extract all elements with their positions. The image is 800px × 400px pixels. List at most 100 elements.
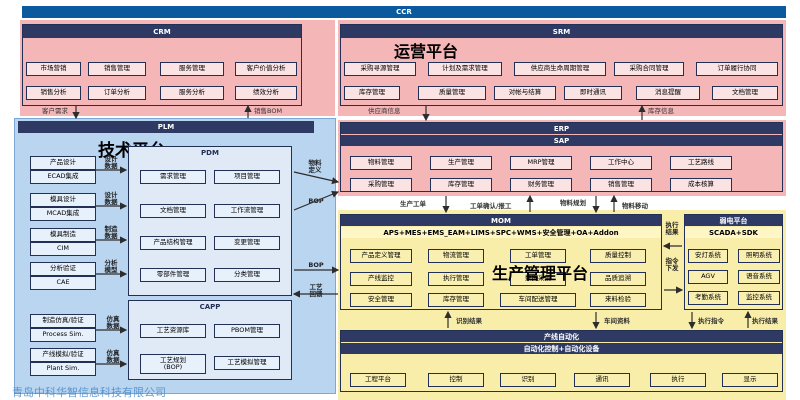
pdm-item[interactable]: 零部件管理 xyxy=(140,268,206,282)
plm-left-bottom[interactable]: CAE xyxy=(30,276,96,290)
erp-item[interactable]: 财务管理 xyxy=(510,178,572,192)
crm-item[interactable]: 服务管理 xyxy=(160,62,224,76)
erp-item[interactable]: 采购管理 xyxy=(350,178,412,192)
mom-sub: APS+MES+EMS_EAM+LIMS+SPC+WMS+安全管理+OA+Add… xyxy=(341,227,661,238)
crm-item[interactable]: 绩效分析 xyxy=(235,86,297,100)
srm-item[interactable]: 采购合同管理 xyxy=(614,62,684,76)
flow-label-bop2: BOP xyxy=(308,261,324,269)
auto-item[interactable]: 识别 xyxy=(500,373,556,387)
mom-item[interactable]: 质量控制 xyxy=(590,249,646,263)
mom-item[interactable]: 安全管理 xyxy=(350,293,412,307)
plm-left-top[interactable]: 模具制造 xyxy=(30,228,96,242)
plm-left-top[interactable]: 分析验证 xyxy=(30,262,96,276)
pdm-item[interactable]: 需求管理 xyxy=(140,170,206,184)
flow-label-mat-plan: 物料规划 xyxy=(560,199,586,207)
plm-side-label: 分析 模型 xyxy=(104,259,118,275)
flow-label-report: 工单确认/报工 xyxy=(470,202,512,210)
crm-item[interactable]: 服务分析 xyxy=(160,86,224,100)
crm-item[interactable]: 销售管理 xyxy=(88,62,146,76)
srm-item[interactable]: 即时通讯 xyxy=(564,86,622,100)
pdm-item[interactable]: 文档管理 xyxy=(140,204,206,218)
auto-sub: 自动化控制+自动化设备 xyxy=(341,343,782,354)
plm-sim-bottom[interactable]: Process Sim. xyxy=(30,328,96,342)
weak-item[interactable]: AGV xyxy=(688,270,728,284)
mom-item[interactable]: 工单管理 xyxy=(510,249,566,263)
flow-label-inventory-info: 库存信息 xyxy=(648,107,674,115)
auto-item[interactable]: 显示 xyxy=(722,373,778,387)
auto-item[interactable]: 通讯 xyxy=(574,373,630,387)
erp-item[interactable]: 销售管理 xyxy=(590,178,652,192)
flow-label-exec-result2: 执行结果 xyxy=(752,317,778,325)
plm-left-top[interactable]: 产品设计 xyxy=(30,156,96,170)
weak-item[interactable]: 考勤系统 xyxy=(688,291,728,305)
auto-item[interactable]: 执行 xyxy=(650,373,706,387)
srm-item[interactable]: 消息提醒 xyxy=(636,86,700,100)
erp-item[interactable]: 工作中心 xyxy=(590,156,652,170)
mom-item[interactable]: 车间配送管理 xyxy=(500,293,576,307)
flow-label-prod-order: 生产工单 xyxy=(400,200,426,208)
crm-item[interactable]: 客户价值分析 xyxy=(235,62,297,76)
plm-side-label: 制造 数据 xyxy=(104,225,118,241)
auto-item[interactable]: 控制 xyxy=(428,373,484,387)
crm-item[interactable]: 市场营销 xyxy=(26,62,81,76)
flow-label-cmd-issue: 指令 下发 xyxy=(665,257,679,273)
srm-item[interactable]: 订单履行协同 xyxy=(696,62,778,76)
weak-item[interactable]: 照明系统 xyxy=(738,249,780,263)
auto-item[interactable]: 工程平台 xyxy=(350,373,406,387)
plm-left-top[interactable]: 模具设计 xyxy=(30,193,96,207)
weak-item[interactable]: 语音系统 xyxy=(738,270,780,284)
capp-item[interactable]: 工艺资源库 xyxy=(140,324,206,338)
weak-item[interactable]: 监控系统 xyxy=(738,291,780,305)
srm-item[interactable]: 采购寻源管理 xyxy=(344,62,416,76)
pdm-item[interactable]: 工作流管理 xyxy=(214,204,280,218)
pdm-title: PDM xyxy=(129,147,291,159)
mom-item[interactable]: 库存管理 xyxy=(428,293,484,307)
plm-left-bottom[interactable]: MCAD集成 xyxy=(30,207,96,221)
crm-item[interactable]: 订单分析 xyxy=(88,86,146,100)
mom-item[interactable]: 产线监控 xyxy=(350,272,412,286)
srm-item[interactable]: 库存管理 xyxy=(344,86,400,100)
weak-item[interactable]: 安灯系统 xyxy=(688,249,728,263)
capp-item[interactable]: PBOM管理 xyxy=(214,324,280,338)
plm-sim-top[interactable]: 产线模拟/验证 xyxy=(30,348,96,362)
erp-item[interactable]: 库存管理 xyxy=(430,178,492,192)
mom-panel: MOM APS+MES+EMS_EAM+LIMS+SPC+WMS+安全管理+OA… xyxy=(340,214,662,310)
erp-item[interactable]: 工艺路线 xyxy=(670,156,732,170)
mom-item[interactable]: 品质追溯 xyxy=(590,272,646,286)
erp-title: ERP xyxy=(341,123,782,134)
erp-item[interactable]: 物料管理 xyxy=(350,156,412,170)
erp-item[interactable]: 生产管理 xyxy=(430,156,492,170)
capp-item[interactable]: 工艺模拟管理 xyxy=(214,356,280,370)
erp-item[interactable]: MRP管理 xyxy=(510,156,572,170)
plm-left-bottom[interactable]: CIM xyxy=(30,242,96,256)
crm-item[interactable]: 销售分析 xyxy=(26,86,81,100)
plm-left-bottom[interactable]: ECAD集成 xyxy=(30,170,96,184)
mom-item[interactable]: 来料检验 xyxy=(590,293,646,307)
srm-item[interactable]: 对帐与结算 xyxy=(494,86,556,100)
capp-item[interactable]: 工艺规划 (BOP) xyxy=(140,354,206,374)
srm-item[interactable]: 文档管理 xyxy=(712,86,778,100)
plm-sim-top[interactable]: 制造仿真/验证 xyxy=(30,314,96,328)
srm-item[interactable]: 质量管理 xyxy=(418,86,486,100)
pdm-item[interactable]: 产品结构管理 xyxy=(140,236,206,250)
flow-label-workshop-data: 车间资料 xyxy=(604,317,630,325)
srm-item[interactable]: 供应商生命周期管理 xyxy=(514,62,606,76)
mom-item[interactable]: 执行管理 xyxy=(428,272,484,286)
auto-title: 产线自动化 xyxy=(341,331,782,342)
plm-sim-bottom[interactable]: Plant Sim. xyxy=(30,362,96,376)
srm-item[interactable]: 计划及需求管理 xyxy=(428,62,502,76)
mom-item[interactable]: 物流管理 xyxy=(428,249,484,263)
pdm-item[interactable]: 变更管理 xyxy=(214,236,280,250)
erp-item[interactable]: 成本核算 xyxy=(670,178,732,192)
mom-item[interactable]: 产品定义管理 xyxy=(350,249,412,263)
mom-item[interactable]: 数据采集 xyxy=(510,272,566,286)
plm-title: PLM xyxy=(18,121,314,133)
pdm-item[interactable]: 分类管理 xyxy=(214,268,280,282)
pdm-item[interactable]: 项目管理 xyxy=(214,170,280,184)
weak-sub: SCADA+SDK xyxy=(685,227,782,238)
plm-sim-side-label: 仿真 数据 xyxy=(106,349,120,365)
flow-label-mat-move: 物料移动 xyxy=(622,202,648,210)
ops-platform-label: 运营平台 xyxy=(394,42,459,61)
flow-label-sales-bom: 销售BOM xyxy=(254,107,283,115)
